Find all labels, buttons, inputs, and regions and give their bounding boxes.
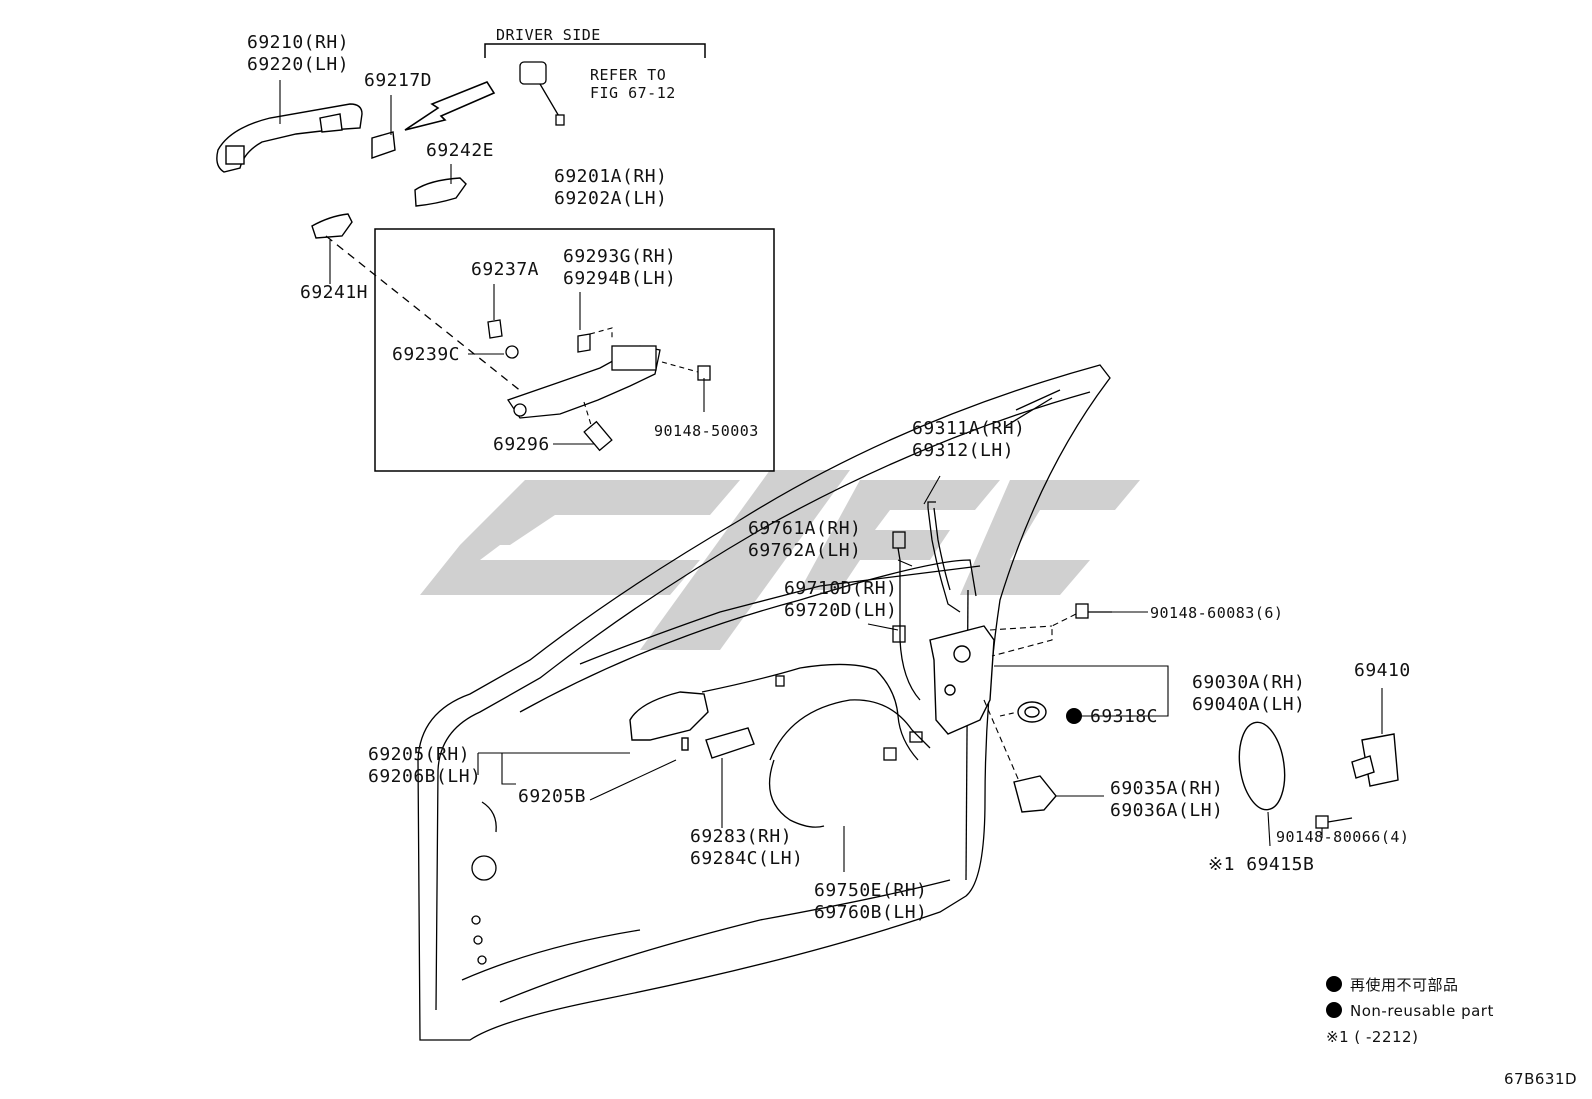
legend: 再使用不可部品 Non-reusable part ※1 ( -2212) xyxy=(1326,976,1494,1054)
part-69293g: 69293G(RH) xyxy=(563,246,677,267)
part-69294b: 69294B(LH) xyxy=(563,268,677,289)
screw-icon xyxy=(1075,603,1112,619)
part-69040a: 69040A(LH) xyxy=(1192,694,1306,715)
label-inside-handle: 69205(RH) 69206B(LH) xyxy=(368,744,481,788)
label-cable: 69710D(RH) 69720D(LH) xyxy=(784,578,897,622)
outside-handle-icon xyxy=(216,103,363,173)
part-69036a: 69036A(LH) xyxy=(1110,800,1224,821)
figure-code: 67B631D xyxy=(1504,1070,1578,1088)
watermark-logo xyxy=(420,470,1140,650)
legend-jp-row: 再使用不可部品 xyxy=(1326,976,1494,1002)
part-69030a: 69030A(RH) xyxy=(1192,672,1306,693)
inside-handle-icon xyxy=(629,691,709,751)
legend-dot-jp xyxy=(1326,976,1342,992)
lock-protector-icon xyxy=(1013,775,1104,813)
striker-icon xyxy=(1351,688,1399,787)
label-outside-handle: 69210(RH) 69220(LH) xyxy=(247,32,349,76)
label-cover: 69283(RH) 69284C(LH) xyxy=(690,826,803,870)
inside-cable-icon xyxy=(768,699,931,828)
frame-leader-lines xyxy=(468,284,705,445)
part-69220: 69220(LH) xyxy=(247,54,350,75)
label-69318c: 69318C xyxy=(1066,706,1158,728)
part-69750e: 69750E(RH) xyxy=(814,880,928,901)
lock-leader-lines xyxy=(983,611,1169,789)
part-69761a: 69761A(RH) xyxy=(748,518,862,539)
part-69284c: 69284C(LH) xyxy=(690,848,804,869)
part-69205: 69205(RH) xyxy=(368,744,471,765)
handle-cap-icon xyxy=(371,131,396,159)
label-rod: 69311A(RH) 69312(LH) xyxy=(912,418,1025,462)
driver-side-text: DRIVER SIDE xyxy=(496,26,601,44)
part-69296: 69296 xyxy=(493,434,550,455)
direction-arrow xyxy=(404,81,496,131)
part-69205b: 69205B xyxy=(518,786,587,807)
part-69318c: 69318C xyxy=(1090,706,1159,727)
refer-line2: FIG 67-12 xyxy=(590,84,676,102)
handle-frame-icon xyxy=(487,319,711,452)
label-69761a: 69761A(RH) 69762A(LH) xyxy=(748,518,861,562)
washer-icon xyxy=(1017,701,1047,723)
part-69312: 69312(LH) xyxy=(912,440,1015,461)
legend-en: Non-reusable part xyxy=(1350,1002,1494,1020)
part-69762a: 69762A(LH) xyxy=(748,540,862,561)
label-driver-side: DRIVER SIDE xyxy=(496,26,601,44)
part-69206b: 69206B(LH) xyxy=(368,766,482,787)
part-90148-50003: 90148-50003 xyxy=(654,422,759,440)
legend-dot-en xyxy=(1326,1002,1342,1018)
handle-cover-icon xyxy=(705,727,755,759)
part-69311a: 69311A(RH) xyxy=(912,418,1026,439)
non-reusable-dot xyxy=(1066,708,1082,724)
part-69217d: 69217D xyxy=(364,70,433,91)
driver-side-bracket xyxy=(484,43,706,58)
lock-rod-icon xyxy=(927,501,961,613)
part-90148-80066: 90148-80066(4) xyxy=(1276,828,1410,846)
part-69239c: 69239C xyxy=(392,344,461,365)
part-69035a: 69035A(RH) xyxy=(1110,778,1224,799)
legend-en-row: Non-reusable part xyxy=(1326,1002,1494,1028)
part-69760b: 69760B(LH) xyxy=(814,902,928,923)
part-69242e: 69242E xyxy=(426,140,495,161)
label-frame: 69201A(RH) 69202A(LH) xyxy=(554,166,667,210)
door-body-icon xyxy=(417,364,1111,1041)
label-protector: 69035A(RH) 69036A(LH) xyxy=(1110,778,1223,822)
lock-cable-icon xyxy=(701,531,921,761)
bolt-icon xyxy=(1315,815,1353,838)
handle-pad-icon xyxy=(414,177,467,207)
striker-pad-icon xyxy=(1238,721,1286,847)
label-refer: REFER TO FIG 67-12 xyxy=(590,66,676,102)
part-69210: 69210(RH) xyxy=(247,32,350,53)
label-69293g: 69293G(RH) 69294B(LH) xyxy=(563,246,676,290)
part-69710d: 69710D(RH) xyxy=(784,578,898,599)
refer-line1: REFER TO xyxy=(590,66,667,84)
part-69241h: 69241H xyxy=(300,282,369,303)
label-inside-cable: 69750E(RH) 69760B(LH) xyxy=(814,880,927,924)
handle-pad-lower-icon xyxy=(311,213,353,239)
part-69237a: 69237A xyxy=(471,259,540,280)
door-lock-icon xyxy=(929,625,995,735)
part-69720d: 69720D(LH) xyxy=(784,600,898,621)
label-lock: 69030A(RH) 69040A(LH) xyxy=(1192,672,1305,716)
part-69410: 69410 xyxy=(1354,660,1411,681)
legend-jp: 再使用不可部品 xyxy=(1350,976,1459,994)
part-69415b: ※1 69415B xyxy=(1208,854,1315,875)
legend-note: ※1 ( -2212) xyxy=(1326,1028,1419,1046)
part-69202a: 69202A(LH) xyxy=(554,188,668,209)
part-90148-60083: 90148-60083(6) xyxy=(1150,604,1284,622)
label-leader-lines xyxy=(279,80,941,872)
handle-frame-box xyxy=(374,228,775,472)
part-69283: 69283(RH) xyxy=(690,826,793,847)
part-69201a: 69201A(RH) xyxy=(554,166,668,187)
lock-cylinder-icon xyxy=(519,61,565,126)
